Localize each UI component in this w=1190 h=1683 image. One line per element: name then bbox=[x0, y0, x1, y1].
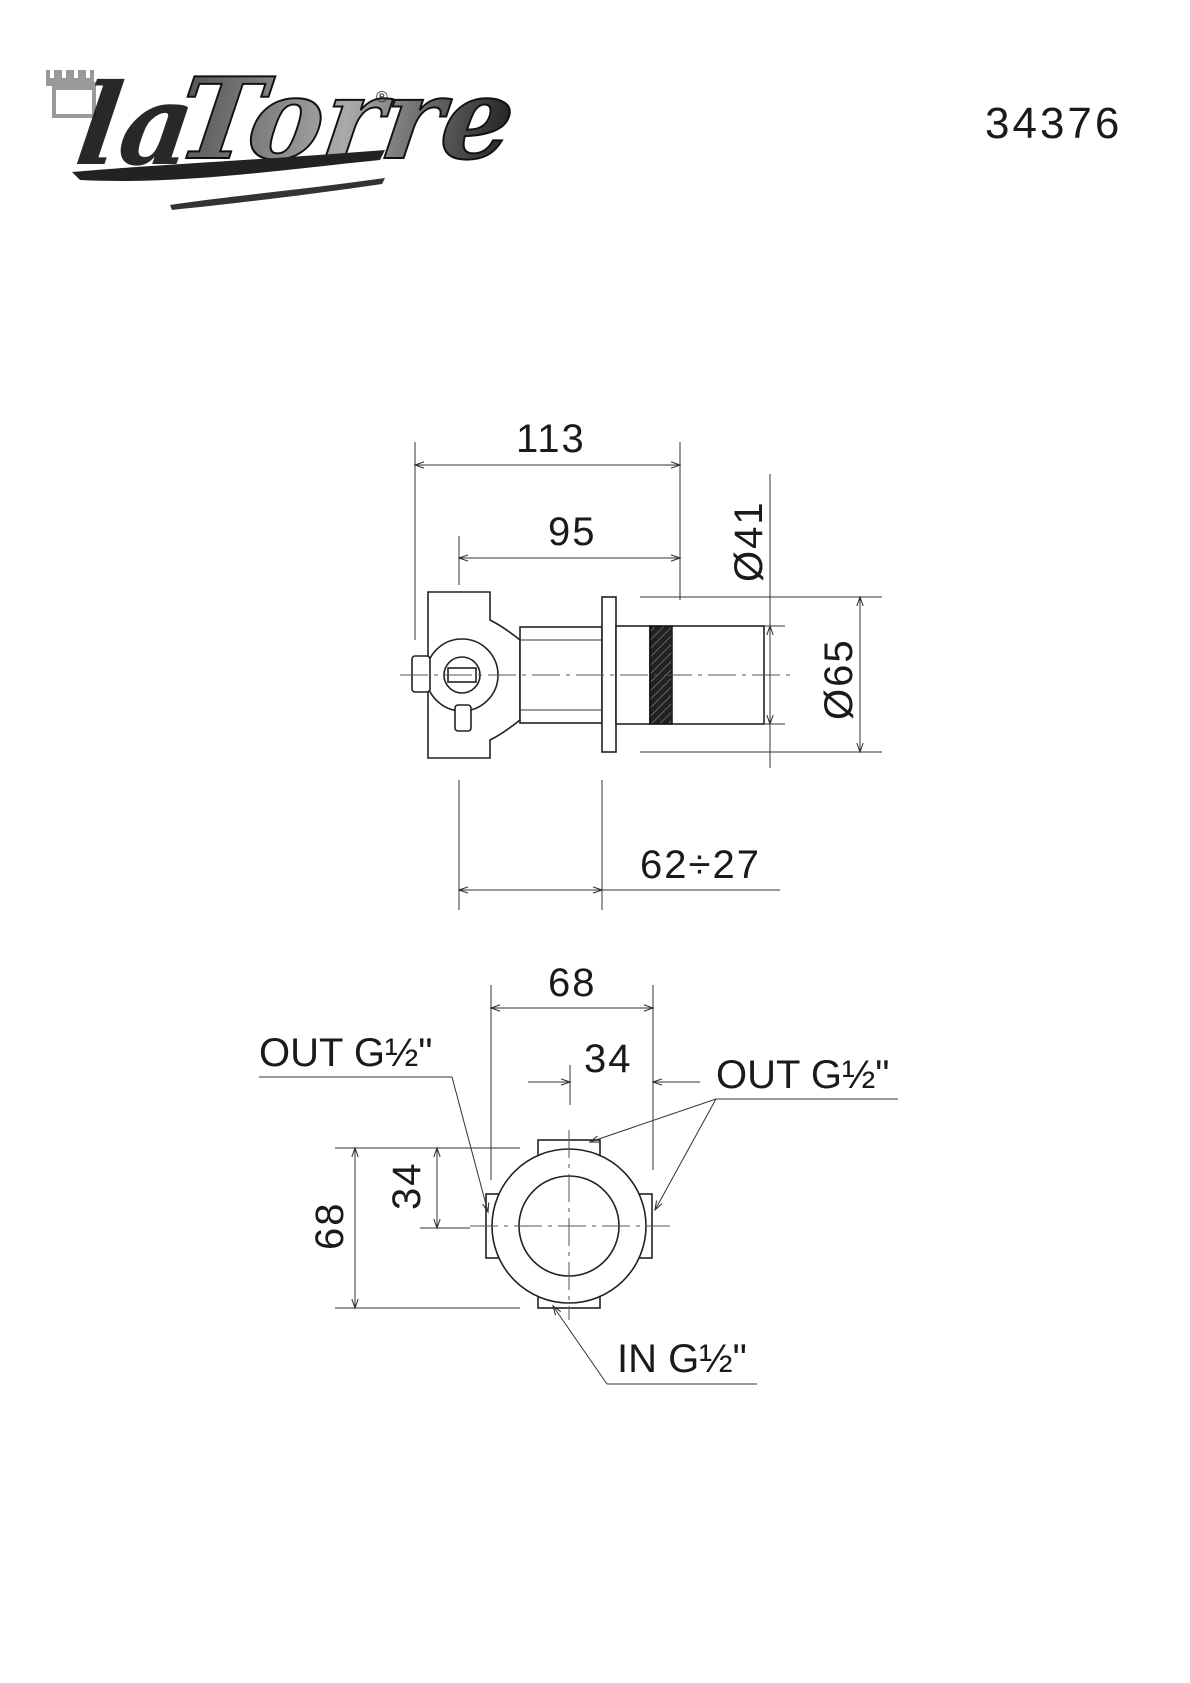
dim-flange-diameter: Ø65 bbox=[817, 638, 861, 720]
label-inlet: IN G½" bbox=[617, 1337, 747, 1381]
registered-mark: ® bbox=[376, 89, 388, 106]
product-code: 34376 bbox=[985, 99, 1122, 148]
dim-knob-diameter: Ø41 bbox=[727, 500, 771, 582]
dim-front-height: 68 bbox=[308, 1202, 352, 1251]
logo-wordmark: la Torre bbox=[69, 52, 524, 210]
label-outlet-left: OUT G½" bbox=[259, 1031, 433, 1075]
dim-overall-length: 113 bbox=[516, 417, 586, 461]
brand-logo: la Torre ® bbox=[46, 52, 524, 210]
dim-body-length: 95 bbox=[548, 510, 597, 554]
valve-stub-left bbox=[411, 655, 431, 693]
dim-front-half-width: 34 bbox=[584, 1037, 633, 1081]
valve-stub-bottom bbox=[454, 704, 472, 732]
label-outlet-right: OUT G½" bbox=[716, 1053, 890, 1097]
dim-wall-depth-range: 62÷27 bbox=[640, 843, 761, 887]
dim-front-half-height: 34 bbox=[385, 1162, 429, 1211]
side-view: 113 95 Ø41 Ø65 bbox=[400, 417, 882, 910]
logo-swoosh bbox=[72, 150, 385, 181]
dim-front-width: 68 bbox=[548, 961, 597, 1005]
front-view: 68 34 68 34 OUT G½" OUT G½" bbox=[259, 961, 898, 1385]
castle-tower-icon bbox=[46, 70, 96, 118]
